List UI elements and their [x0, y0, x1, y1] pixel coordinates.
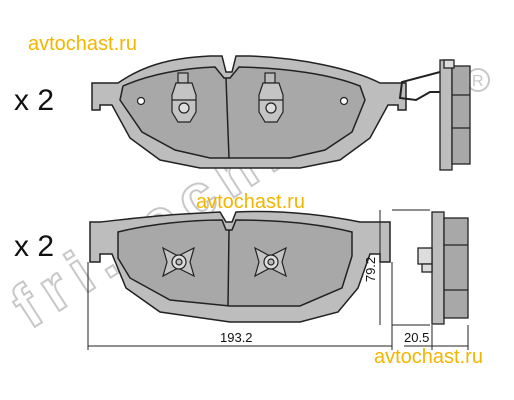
quantity-label-top: x 2 — [14, 84, 55, 117]
bottom-pad-spring-left — [162, 246, 195, 278]
top-pad-side-view — [398, 59, 471, 171]
dimension-thickness-label: 20.5 — [404, 330, 430, 345]
bottom-pad-side-view — [417, 211, 469, 325]
bottom-pad-friction-material — [117, 219, 353, 307]
top-pad-hole-right — [339, 96, 349, 106]
quantity-label-bottom: x 2 — [14, 230, 55, 263]
top-pad-front-view — [91, 55, 407, 169]
top-pad-clip-left — [171, 72, 197, 123]
dimension-lines — [87, 209, 469, 350]
bottom-side-friction — [443, 217, 469, 319]
top-pad-clip-right — [258, 72, 284, 123]
bottom-pad-groove — [227, 229, 230, 307]
wear-sensor-clip — [443, 59, 455, 69]
top-side-backing — [439, 59, 453, 171]
bottom-side-backing — [431, 211, 445, 325]
bottom-side-pin — [417, 247, 433, 265]
watermark-middle: avtochast.ru — [196, 191, 305, 213]
watermark-top: avtochast.ru — [28, 33, 137, 55]
dimension-length-label: 193.2 — [220, 330, 253, 345]
bottom-pad-spring-right — [254, 246, 287, 278]
registered-mark-letter: R — [472, 73, 484, 90]
top-pad-hole-left — [136, 96, 146, 106]
watermark-bottom: avtochast.ru — [374, 346, 483, 368]
top-pad-groove — [225, 77, 230, 159]
bottom-pad-front-view — [89, 210, 391, 323]
dimension-height-label: 79.2 — [363, 256, 379, 283]
top-side-friction — [451, 65, 471, 165]
wear-sensor-wire — [398, 71, 441, 102]
